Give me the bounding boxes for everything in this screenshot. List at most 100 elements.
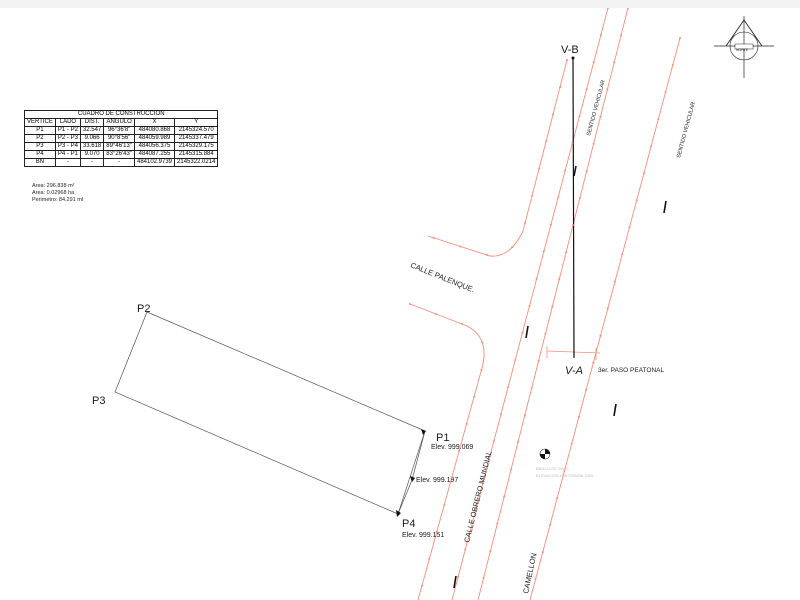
p1-marker bbox=[421, 429, 426, 435]
label-calle-obrero: CALLE OBRERO MUNDIAL bbox=[462, 450, 494, 544]
street-tick bbox=[592, 142, 595, 145]
street-tick bbox=[545, 140, 548, 143]
label-camellon: CAMELLON bbox=[521, 552, 538, 594]
street-tick bbox=[528, 304, 531, 307]
label-vb: V-B bbox=[561, 44, 579, 56]
label-p2: P2 bbox=[137, 303, 150, 315]
street-tick bbox=[557, 196, 560, 199]
table-cell-4-5: 2145322.0214 bbox=[174, 158, 219, 167]
vb-va-line bbox=[572, 57, 575, 359]
label-paso-peatonal: 3er. PASO PEATONAL bbox=[598, 367, 664, 374]
street-tick bbox=[578, 196, 581, 199]
street-tick bbox=[571, 142, 574, 145]
street-tick bbox=[664, 91, 667, 94]
p1-elev-line bbox=[411, 430, 426, 481]
street-edge-east bbox=[529, 37, 681, 600]
label-sentido-1: SENTIDO VEHICULAR bbox=[586, 79, 607, 136]
table-cell-4-2: - bbox=[79, 158, 105, 167]
arrow-up-2 bbox=[613, 403, 617, 417]
street-tick bbox=[552, 113, 555, 116]
street-tick bbox=[642, 172, 645, 175]
street-edge-median-right bbox=[477, 8, 629, 600]
street-tick bbox=[565, 251, 568, 254]
street-edge-west-lower bbox=[409, 303, 485, 600]
street-tick bbox=[542, 250, 545, 253]
area-ha: Area: 0.02968 ha bbox=[32, 190, 75, 196]
street-tick bbox=[510, 468, 513, 471]
street-tick bbox=[537, 359, 540, 362]
street-tick bbox=[657, 118, 660, 121]
street-tick bbox=[516, 441, 519, 444]
street-tick bbox=[511, 246, 514, 249]
north-arrow bbox=[714, 16, 774, 78]
street-tick bbox=[471, 521, 474, 524]
street-tick bbox=[530, 386, 533, 389]
street-tick bbox=[409, 303, 411, 305]
label-calle-palenque: CALLE PALENQUE. bbox=[409, 261, 476, 295]
street-tick bbox=[523, 414, 526, 417]
arrow-down-2 bbox=[525, 325, 529, 339]
street-tick bbox=[435, 313, 438, 316]
street-tick bbox=[627, 8, 629, 9]
p4-elev-line bbox=[397, 479, 413, 515]
street-tick bbox=[613, 61, 616, 64]
street-tick bbox=[621, 253, 624, 256]
street-tick bbox=[585, 388, 588, 391]
street-tick bbox=[549, 523, 552, 526]
street-tick bbox=[571, 224, 574, 227]
street-tick bbox=[635, 199, 638, 202]
street-edge-west-upper bbox=[427, 59, 568, 257]
area-info: Area: 296.838 m² Area: 0.02968 ha Perime… bbox=[32, 183, 83, 204]
street-tick bbox=[563, 469, 566, 472]
elev-p4: Elev. 999.151 bbox=[402, 532, 444, 539]
label-banco-elev: ELEVACION ARBITRARIA 1000 bbox=[536, 473, 594, 478]
street-tick bbox=[503, 495, 506, 498]
p4-marker bbox=[396, 510, 401, 517]
street-tick bbox=[578, 115, 581, 118]
street-tick bbox=[485, 467, 488, 470]
vb-point bbox=[571, 56, 575, 60]
label-sentido-2: SENTIDO VEHICULAR bbox=[676, 101, 697, 158]
street-tick bbox=[521, 331, 524, 334]
street-tick bbox=[432, 236, 435, 239]
street-tick bbox=[465, 422, 468, 425]
street-tick bbox=[524, 221, 527, 224]
street-tick bbox=[556, 496, 559, 499]
street-tick bbox=[428, 557, 431, 560]
street-tick bbox=[599, 115, 602, 118]
street-tick bbox=[464, 548, 467, 551]
street-tick bbox=[482, 576, 485, 579]
label-p1: P1 bbox=[436, 432, 449, 444]
street-tick bbox=[481, 341, 484, 344]
street-tick bbox=[671, 64, 674, 67]
street-tick bbox=[459, 245, 462, 248]
street-tick bbox=[592, 361, 595, 364]
street-tick bbox=[549, 223, 552, 226]
street-tick bbox=[443, 503, 446, 506]
street-tick bbox=[544, 332, 547, 335]
street-tick bbox=[577, 415, 580, 418]
street-tick bbox=[541, 551, 544, 554]
label-p4: P4 bbox=[402, 518, 415, 530]
label-banco: BANCO DE NIVEL bbox=[536, 466, 570, 471]
mid-marker bbox=[410, 476, 415, 482]
street-tick bbox=[531, 194, 534, 197]
street-tick bbox=[496, 522, 499, 525]
street-tick bbox=[564, 169, 567, 172]
bench-mark-symbol bbox=[539, 448, 551, 460]
street-tick bbox=[420, 584, 423, 587]
street-tick bbox=[538, 167, 541, 170]
street-tick bbox=[620, 34, 623, 37]
street-tick bbox=[592, 61, 595, 64]
street-tick bbox=[585, 169, 588, 172]
street-tick bbox=[457, 575, 460, 578]
street-tick bbox=[489, 549, 492, 552]
street-tick bbox=[585, 88, 588, 91]
elev-p1: Elev. 999.069 bbox=[431, 444, 473, 451]
street-tick bbox=[486, 254, 489, 257]
street-tick bbox=[679, 37, 681, 39]
street-tick bbox=[606, 307, 609, 310]
